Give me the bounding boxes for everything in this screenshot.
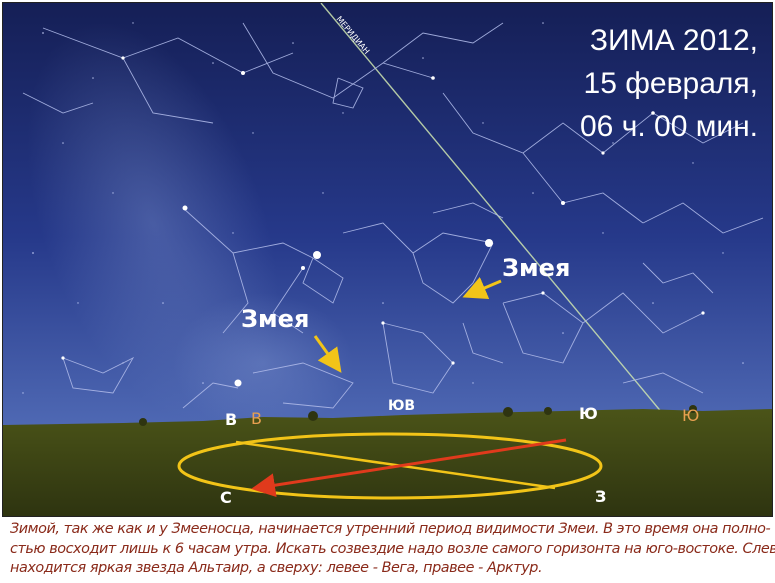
direction-southeast-label: ЮВ	[388, 398, 416, 414]
snake-left-pointer	[313, 335, 342, 373]
direction-south-label-alt: Ю	[682, 406, 700, 425]
star-vega	[313, 251, 321, 259]
title-line-3: 06 ч. 00 мин.	[580, 110, 758, 143]
horizon-compass-ring	[177, 432, 603, 500]
date-title: ЗИМА 2012, 15 февраля, 06 ч. 00 мин.	[498, 19, 758, 148]
direction-north-label: С	[220, 488, 232, 507]
star-map-frame: МЕРИДИАН	[2, 2, 773, 517]
constellation-label-snake-left: Змея	[241, 305, 310, 333]
caption-line-1: Зимой, так же как и у Змееносца, начинае…	[10, 521, 771, 537]
caption: Зимой, так же как и у Змееносца, начинае…	[10, 520, 775, 579]
background-stars	[22, 22, 744, 394]
constellation-label-snake-right: Змея	[502, 254, 571, 282]
title-line-1: ЗИМА 2012,	[589, 24, 758, 57]
direction-south-label: Ю	[579, 404, 598, 423]
direction-east-label-alt: В	[251, 409, 262, 428]
title-line-2: 15 февраля,	[583, 67, 758, 100]
horizon-ground	[3, 409, 772, 516]
star-map: МЕРИДИАН	[3, 3, 772, 516]
constellation-lines	[22, 22, 764, 409]
star-altair	[234, 379, 242, 387]
caption-line-2: стью восходит лишь к 6 часам утра. Искат…	[10, 540, 775, 557]
snake-right-pointer	[462, 276, 502, 300]
caption-line-3: находится яркая звезда Альтаир, а сверху…	[10, 560, 543, 576]
rising-path-arrow	[251, 438, 567, 498]
direction-east-label: В	[225, 410, 238, 429]
direction-west-label: З	[595, 487, 607, 506]
star-arcturus	[485, 239, 493, 247]
bright-stars	[61, 56, 705, 387]
